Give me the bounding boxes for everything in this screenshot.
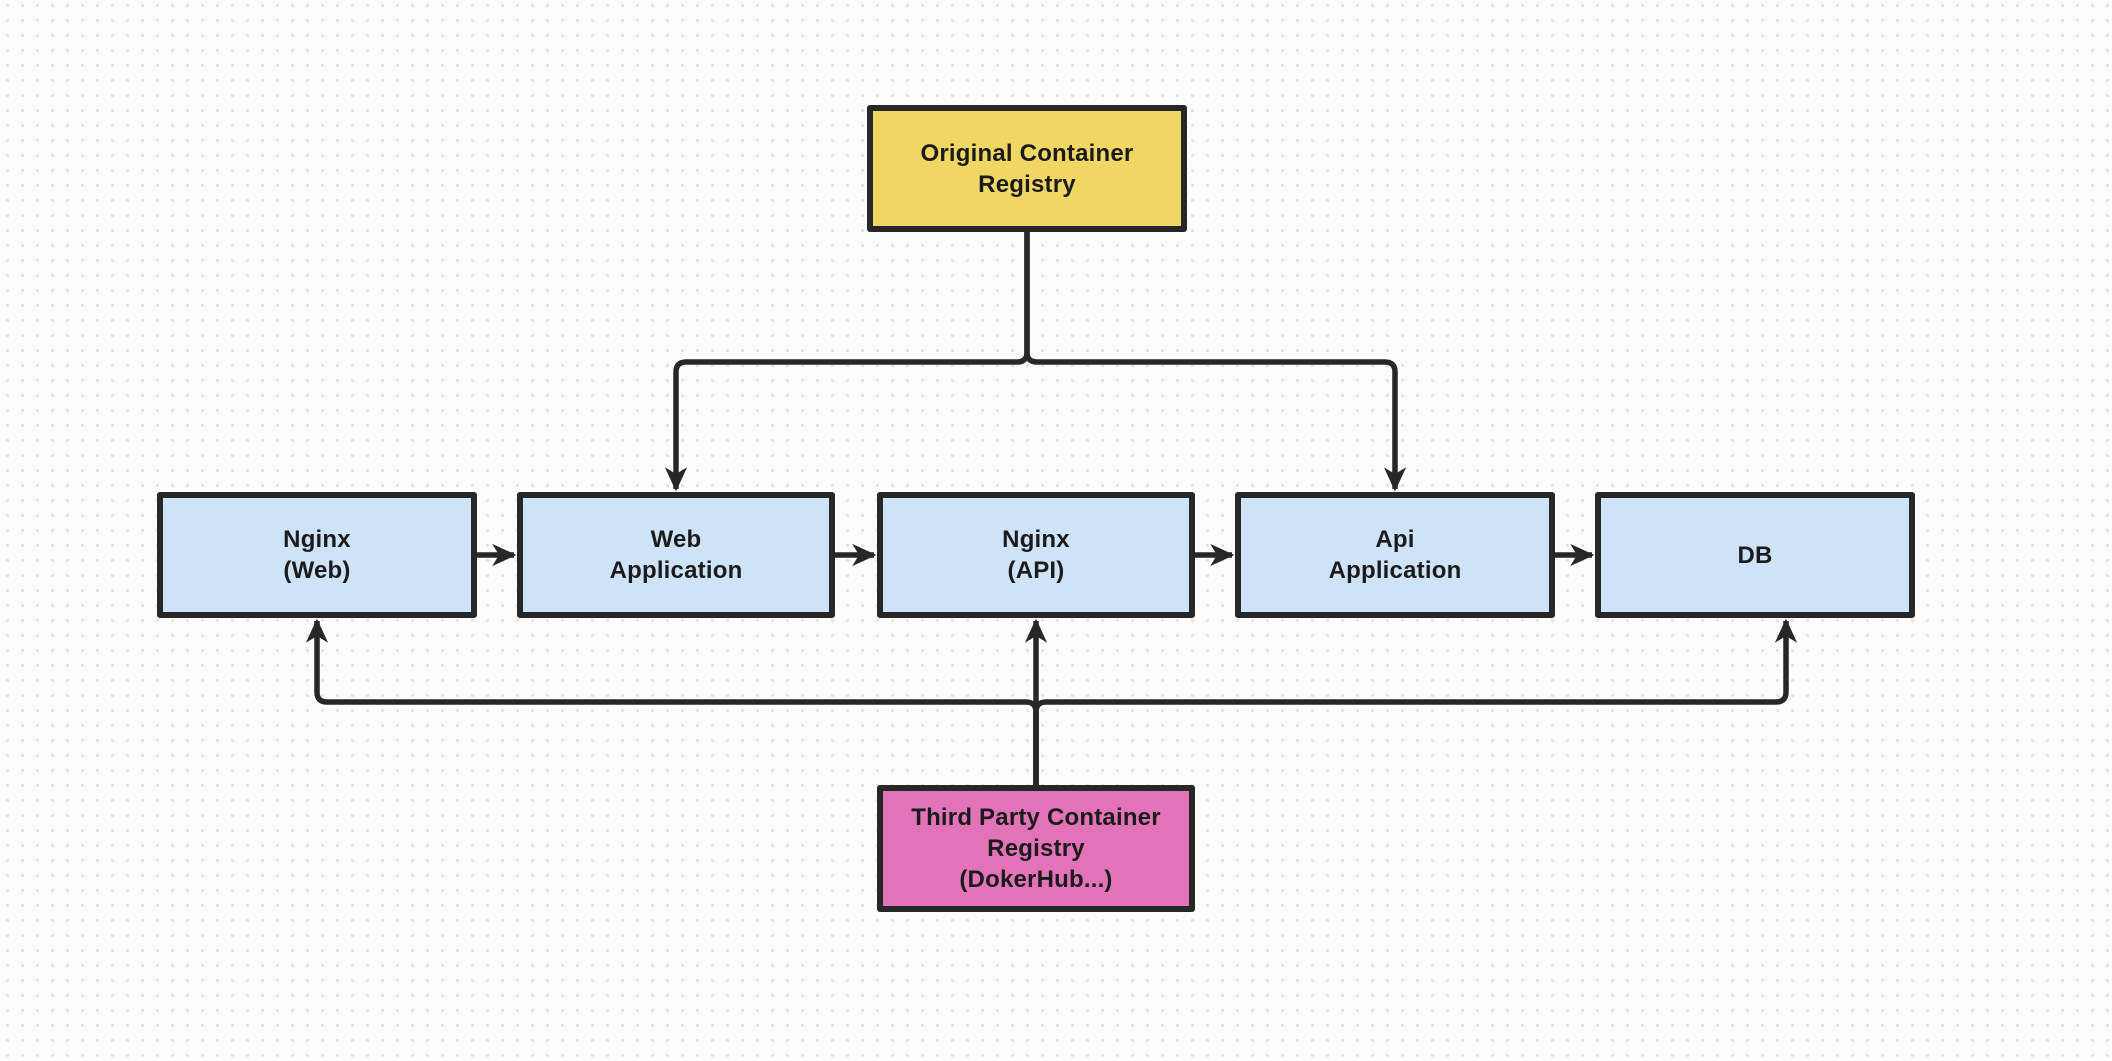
node-label-line: Registry [978, 170, 1076, 198]
node-nginx-api[interactable]: Nginx (API) [877, 492, 1195, 618]
node-db[interactable]: DB [1595, 492, 1915, 618]
node-label-line: Application [1328, 557, 1462, 584]
node-label-line: (DokerHub...) [959, 866, 1113, 893]
node-label-line: Application [609, 557, 743, 584]
edges-group [305, 232, 1798, 785]
edge-original-container-registry-to-api-application [1024, 232, 1407, 492]
node-nginx-web[interactable]: Nginx (Web) [157, 492, 477, 618]
node-label-line: Original Container [920, 139, 1134, 167]
node-label-line: DB [1737, 541, 1773, 569]
node-label-line: Nginx [1002, 526, 1070, 553]
edge-third-party-container-registry-to-db [1033, 618, 1798, 785]
node-label-line: Api [1375, 526, 1415, 553]
node-label-line: (API) [1007, 557, 1065, 584]
node-label-line: Registry [987, 835, 1085, 862]
node-label-line: Web [650, 526, 702, 553]
node-label-line: Third Party Container [911, 804, 1161, 831]
node-label-line: (Web) [283, 557, 351, 584]
node-label-line: Nginx [283, 526, 351, 553]
